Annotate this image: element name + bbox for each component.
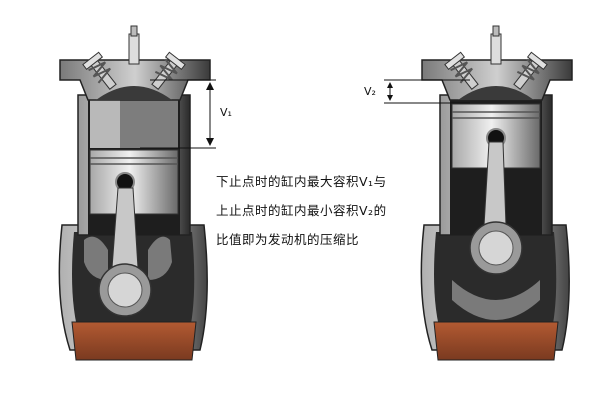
- caption-line-2: 上止点时的缸内最小容积V₂的: [216, 203, 387, 218]
- oil-sump-left: [71, 321, 197, 361]
- spark-plug-right: [490, 25, 502, 65]
- spark-plug-left: [128, 25, 140, 65]
- v2-label: V₂: [364, 85, 376, 98]
- engine-tdc: [420, 25, 573, 361]
- crankcase-interior-right: [434, 232, 557, 338]
- v2-indicator: V₂: [364, 79, 470, 104]
- caption-line-1: 下止点时的缸内最大容积V₁与: [216, 174, 387, 189]
- v1-label: V₁: [220, 106, 232, 119]
- v1-indicator: V₁: [140, 79, 232, 149]
- engine-bdc: [58, 25, 211, 361]
- caption-line-3: 比值即为发动机的压缩比: [216, 232, 360, 247]
- oil-sump-right: [433, 321, 559, 361]
